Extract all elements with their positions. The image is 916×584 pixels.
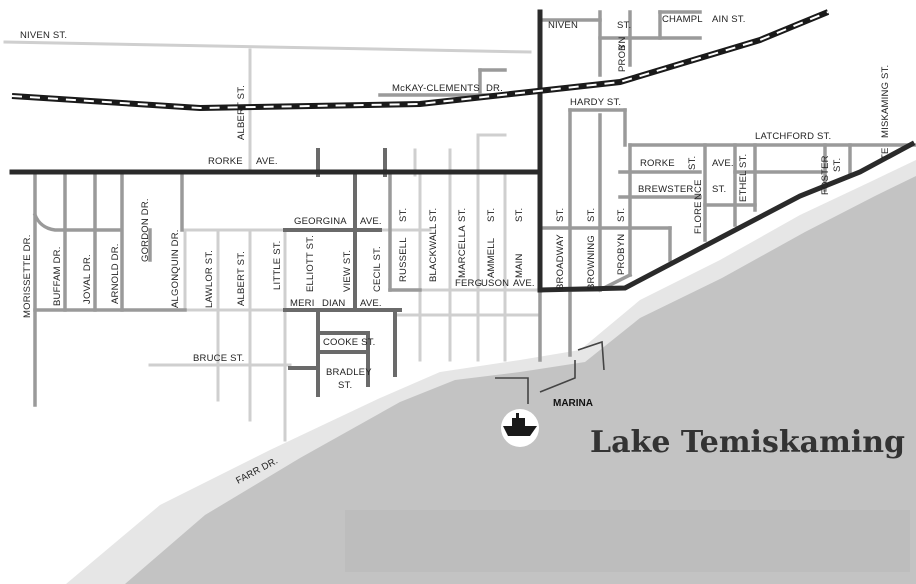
label-main: MAIN — [514, 253, 525, 278]
label-browning-st: ST. — [586, 208, 597, 222]
label-georgina-ave: AVE. — [360, 216, 382, 227]
label-niven-east-st: ST. — [617, 20, 631, 31]
label-browning: BROWNING — [586, 235, 597, 290]
label-meridian-b: DIAN — [322, 298, 346, 309]
label-main-st: ST. — [514, 208, 525, 222]
label-buffam: BUFFAM DR. — [52, 246, 63, 306]
label-rorke-east-ave: AVE. — [712, 158, 734, 169]
marina-piers — [495, 340, 605, 404]
label-gordon: GORDON DR. — [140, 198, 151, 262]
label-cooke: COOKE ST. — [323, 337, 375, 348]
label-ethel-st: ST. — [738, 154, 749, 168]
label-bradley-st: ST. — [338, 380, 352, 391]
label-rorke-west-ave: AVE. — [256, 156, 278, 167]
marina-label: MARINA — [553, 398, 593, 409]
label-russell: RUSSELL — [398, 237, 409, 282]
label-joval: JOVAL DR. — [82, 254, 93, 304]
label-latchford: LATCHFORD ST. — [755, 131, 831, 142]
label-ferguson-a: FERG — [455, 278, 482, 289]
label-cecil: CECIL ST. — [372, 246, 383, 292]
label-champlain-b: AIN ST. — [712, 14, 746, 25]
label-view: VIEW ST. — [342, 250, 353, 292]
label-niven-west: NIVEN ST. — [20, 30, 67, 41]
label-albert-south: ALBERT ST. — [236, 251, 247, 306]
label-russell-st: ST. — [398, 208, 409, 222]
label-ethel: ETHEL — [738, 170, 749, 202]
label-ferguson-ave: AVE. — [513, 278, 535, 289]
main-roads — [9, 9, 916, 293]
label-morissette: MORISSETTE DR. — [22, 234, 33, 318]
label-mckay: McKAY-CLEMENTS — [392, 83, 480, 94]
street-labels: NIVEN ST. NIVEN ST. CHAMPL AIN ST. McKAY… — [20, 14, 891, 487]
label-mckay-dr: DR. — [486, 83, 503, 94]
label-georgina: GEORGINA — [294, 216, 347, 227]
label-blackwall: BLACKWALL — [428, 224, 439, 282]
label-foster-st: ST. — [832, 158, 843, 172]
label-rorke-east: RORKE — [640, 158, 675, 169]
label-elliott: ELLIOTT ST. — [305, 235, 316, 292]
label-rorke-east-st: ST. — [687, 156, 698, 170]
label-ammell: AMMELL — [486, 238, 497, 278]
lake-inner-shade — [345, 510, 910, 572]
label-ammell-st: ST. — [486, 208, 497, 222]
label-probyn-north-b: YN — [617, 36, 628, 50]
label-algonquin: ALGONQUIN DR. — [170, 229, 181, 308]
label-broadway: BROADWAY — [555, 234, 566, 290]
label-marcella-st: ST. — [457, 208, 468, 222]
label-lawlor: LAWLOR ST. — [204, 250, 215, 308]
label-niven-east: NIVEN — [548, 20, 578, 31]
label-champlain-a: CHAMPL — [662, 14, 703, 25]
label-meridian-ave: AVE. — [360, 298, 382, 309]
label-probyn-north-a: PROB — [617, 44, 628, 72]
label-probyn-south-st: ST. — [616, 208, 627, 222]
boat-icon — [501, 409, 539, 447]
label-marcella: MARCELLA — [457, 225, 468, 278]
label-florence-b: NCE — [693, 179, 704, 200]
label-little: LITTLE ST. — [272, 240, 283, 290]
label-temiskaming-a: TE — [880, 147, 891, 160]
label-arnold: ARNOLD DR. — [110, 243, 121, 304]
lake-title: Lake Temiskaming — [590, 425, 905, 460]
streets-dark — [283, 148, 402, 397]
label-probyn-south: PROBYN — [616, 234, 627, 275]
lake-water — [125, 176, 916, 584]
label-bradley: BRADLEY — [326, 367, 372, 378]
railway-dashes — [11, 11, 829, 110]
label-blackwall-st: ST. — [428, 208, 439, 222]
label-temiskaming-b: MISKAMING ST. — [880, 65, 891, 138]
label-albert-north: ALBERT ST. — [236, 85, 247, 140]
label-brewster-st: ST. — [712, 184, 726, 195]
label-foster: FOSTER — [820, 155, 831, 195]
label-brewster: BREWSTER — [638, 184, 693, 195]
label-rorke-west: RORKE — [208, 156, 243, 167]
label-bruce: BRUCE ST. — [193, 353, 244, 364]
label-ferguson-b: USON — [481, 278, 509, 289]
label-florence-a: FLORE — [693, 201, 704, 234]
label-meridian-a: MERI — [290, 298, 315, 309]
label-broadway-st: ST. — [555, 208, 566, 222]
label-hardy: HARDY ST. — [570, 97, 621, 108]
